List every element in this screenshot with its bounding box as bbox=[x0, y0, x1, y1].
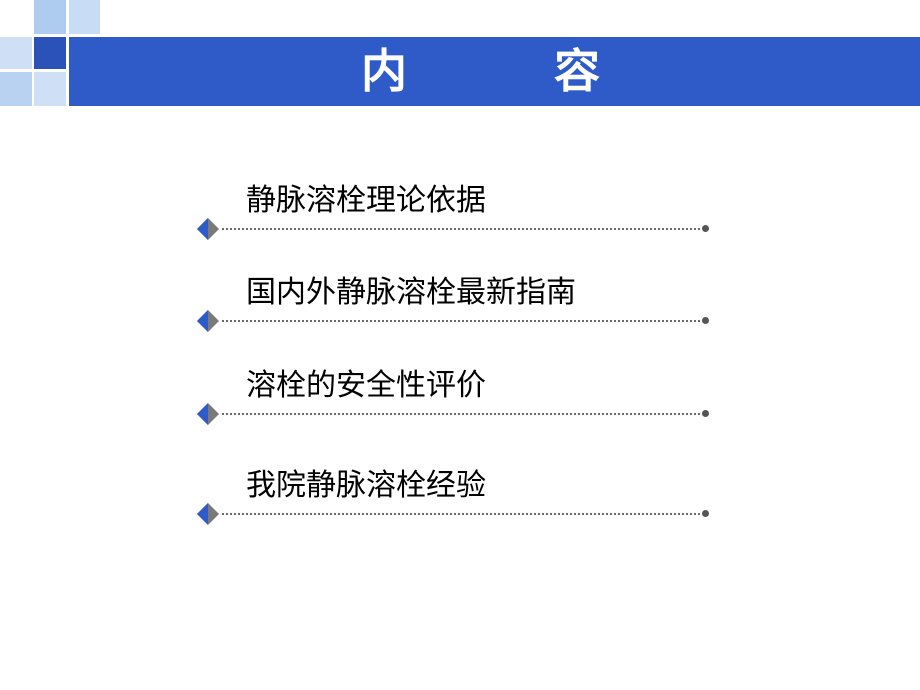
dotted-divider bbox=[222, 513, 700, 515]
title-char: 容 bbox=[554, 44, 600, 98]
diamond-bullet-icon bbox=[197, 310, 219, 332]
diamond-bullet-icon bbox=[197, 218, 219, 240]
agenda-item[interactable]: 静脉溶栓理论依据 bbox=[194, 181, 714, 251]
agenda-item-label: 静脉溶栓理论依据 bbox=[246, 183, 486, 218]
agenda-item-label: 我院静脉溶栓经验 bbox=[246, 468, 486, 503]
agenda-item-label: 溶栓的安全性评价 bbox=[246, 368, 486, 403]
divider-end-dot bbox=[702, 225, 709, 232]
decor-square bbox=[0, 37, 32, 69]
dotted-divider bbox=[222, 228, 700, 230]
decor-square bbox=[34, 72, 66, 106]
decor-square bbox=[0, 72, 32, 106]
divider-end-dot bbox=[702, 510, 709, 517]
agenda-item[interactable]: 国内外静脉溶栓最新指南 bbox=[194, 273, 714, 343]
diamond-bullet-icon bbox=[197, 403, 219, 425]
dotted-divider bbox=[222, 320, 700, 322]
dotted-divider bbox=[222, 413, 700, 415]
decor-square bbox=[69, 0, 100, 34]
agenda-item-label: 国内外静脉溶栓最新指南 bbox=[246, 275, 576, 310]
divider-end-dot bbox=[702, 410, 709, 417]
diamond-bullet-icon bbox=[197, 503, 219, 525]
agenda-item[interactable]: 溶栓的安全性评价 bbox=[194, 366, 714, 436]
title-char: 内 bbox=[361, 44, 407, 98]
agenda-item[interactable]: 我院静脉溶栓经验 bbox=[194, 466, 714, 536]
divider-end-dot bbox=[702, 317, 709, 324]
title-bar: 内 容 bbox=[69, 37, 920, 106]
decor-square bbox=[34, 0, 66, 34]
page-title: 内 容 bbox=[69, 37, 920, 106]
decor-square bbox=[34, 37, 66, 69]
